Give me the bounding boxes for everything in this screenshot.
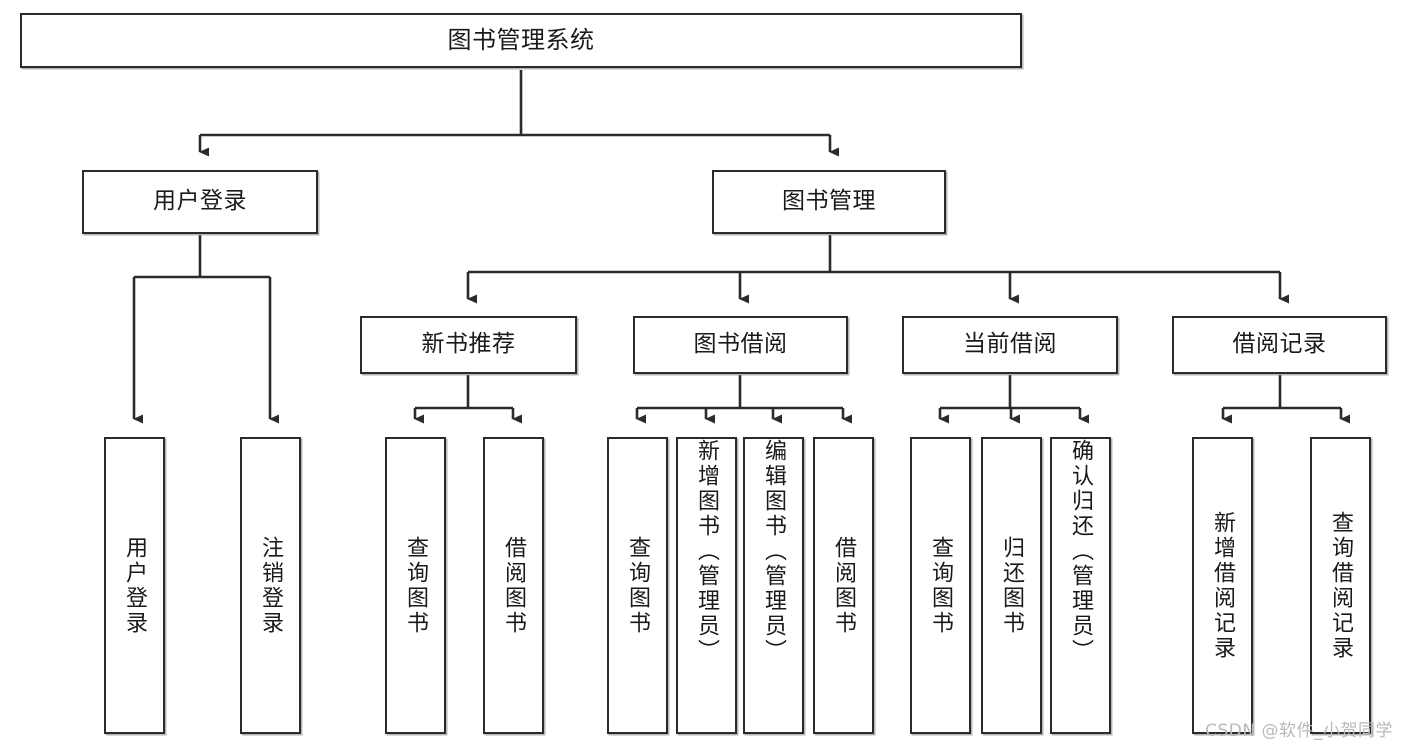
node-leaf-query-borrow-record[interactable]: 查询借阅记录 — [1310, 437, 1371, 734]
node-label: 借阅图书 — [501, 535, 527, 636]
node-leaf-confirm-return-admin[interactable]: 确认归还（管理员） — [1050, 437, 1111, 734]
node-label: 确认归还（管理员） — [1068, 439, 1094, 664]
node-label: 编辑图书（管理员） — [761, 439, 787, 664]
csdn-watermark: CSDN @软件_小贺同学 — [1205, 721, 1393, 741]
node-leaf-add-book-admin[interactable]: 新增图书（管理员） — [676, 437, 737, 734]
node-label: 借阅图书 — [831, 535, 857, 636]
node-label: 注销登录 — [258, 535, 284, 636]
node-leaf-edit-book-admin[interactable]: 编辑图书（管理员） — [743, 437, 804, 734]
node-label: 查询图书 — [625, 535, 651, 636]
node-leaf-query-book-recommend[interactable]: 查询图书 — [385, 437, 446, 734]
node-current-borrowing[interactable]: 当前借阅 — [902, 316, 1118, 374]
node-new-book-recommendation[interactable]: 新书推荐 — [360, 316, 577, 374]
node-leaf-add-borrow-record[interactable]: 新增借阅记录 — [1192, 437, 1253, 734]
node-label: 新增借阅记录 — [1210, 510, 1236, 661]
node-leaf-query-book-current[interactable]: 查询图书 — [910, 437, 971, 734]
node-user-login[interactable]: 用户登录 — [82, 170, 318, 234]
node-label: 当前借阅 — [963, 331, 1057, 358]
node-leaf-logout[interactable]: 注销登录 — [240, 437, 301, 734]
node-label: 查询图书 — [403, 535, 429, 636]
node-label: 用户登录 — [153, 188, 247, 215]
node-label: 用户登录 — [122, 535, 148, 636]
node-label: 新书推荐 — [421, 331, 516, 358]
node-book-borrowing[interactable]: 图书借阅 — [633, 316, 848, 374]
node-leaf-query-book-borrow[interactable]: 查询图书 — [607, 437, 668, 734]
node-label: 借阅记录 — [1232, 331, 1327, 358]
node-label: 查询图书 — [928, 535, 954, 636]
node-leaf-borrow-book[interactable]: 借阅图书 — [813, 437, 874, 734]
node-leaf-return-book[interactable]: 归还图书 — [981, 437, 1042, 734]
node-leaf-borrow-book-recommend[interactable]: 借阅图书 — [483, 437, 544, 734]
node-label: 查询借阅记录 — [1328, 510, 1354, 661]
node-label: 新增图书（管理员） — [694, 439, 720, 664]
node-root-book-management-system[interactable]: 图书管理系统 — [20, 13, 1022, 68]
node-label: 图书管理系统 — [447, 26, 595, 55]
node-borrowing-record[interactable]: 借阅记录 — [1172, 316, 1387, 374]
node-label: 图书管理 — [782, 188, 876, 215]
node-book-management[interactable]: 图书管理 — [712, 170, 946, 234]
node-leaf-user-login[interactable]: 用户登录 — [104, 437, 165, 734]
node-label: 图书借阅 — [693, 331, 788, 358]
node-label: 归还图书 — [999, 535, 1025, 636]
